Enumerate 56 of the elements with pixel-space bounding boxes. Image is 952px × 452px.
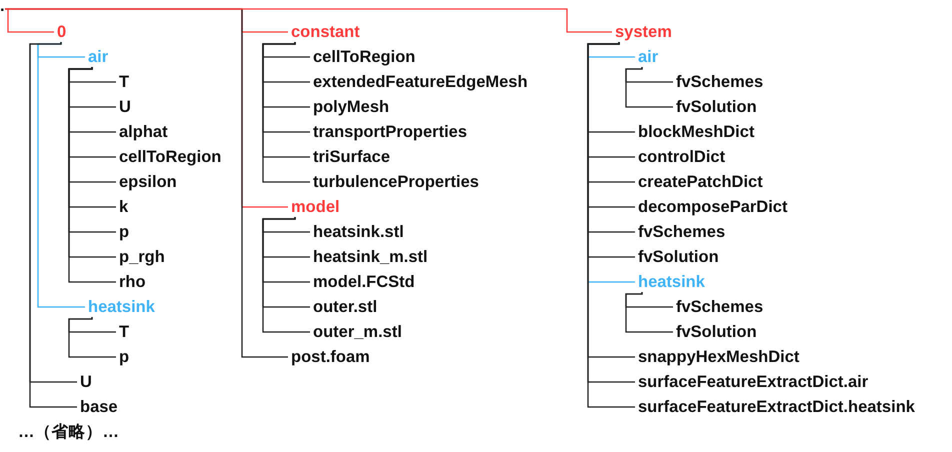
file-name: snappyHexMeshDict <box>638 347 800 367</box>
file-name: fvSolution <box>676 97 757 117</box>
file-name: blockMeshDict <box>638 122 754 142</box>
tree-branch-line <box>625 67 673 108</box>
file-name: outer_m.stl <box>313 322 402 342</box>
file-name: post.foam <box>291 347 370 367</box>
file-name: fvSchemes <box>638 222 726 242</box>
file-name: fvSolution <box>676 322 757 342</box>
omission-note: …（省略）… <box>18 422 119 442</box>
file-name: U <box>119 97 131 117</box>
file-name: T <box>119 322 130 342</box>
tree-branch-line <box>5 8 612 33</box>
file-name: k <box>119 197 128 217</box>
file-name: rho <box>119 272 146 292</box>
file-name: extendedFeatureEdgeMesh <box>313 72 528 92</box>
file-name: base <box>80 397 118 417</box>
directory-name: 0 <box>57 22 66 42</box>
file-name: outer.stl <box>313 297 378 317</box>
directory-name: heatsink <box>638 272 705 292</box>
file-name: heatsink.stl <box>313 222 404 242</box>
tree-branch-line <box>37 42 85 308</box>
file-name: p <box>119 347 130 367</box>
file-name: turbulenceProperties <box>313 172 479 192</box>
file-name: surfaceFeatureExtractDict.heatsink <box>638 397 915 417</box>
tree-branch-line <box>68 317 116 358</box>
directory-name: constant <box>291 22 360 42</box>
file-name: transportProperties <box>313 122 468 142</box>
directory-name: system <box>615 22 672 42</box>
file-name: cellToRegion <box>313 47 416 67</box>
file-name: T <box>119 72 130 92</box>
file-name: decomposeParDict <box>638 197 788 217</box>
root-directory-name: . <box>0 0 5 16</box>
file-name: fvSolution <box>638 247 719 267</box>
directory-name: air <box>638 47 658 67</box>
directory-name: heatsink <box>88 297 155 317</box>
file-name: fvSchemes <box>676 72 764 92</box>
file-name: epsilon <box>119 172 177 192</box>
tree-branch-line <box>5 8 54 33</box>
file-name: p_rgh <box>119 247 165 267</box>
file-name: model.FCStd <box>313 272 415 292</box>
file-name: surfaceFeatureExtractDict.air <box>638 372 868 392</box>
file-name: triSurface <box>313 147 390 167</box>
file-name: alphat <box>119 122 168 142</box>
file-name: heatsink_m.stl <box>313 247 428 267</box>
file-name: polyMesh <box>313 97 390 117</box>
directory-name: air <box>88 47 108 67</box>
tree-branch-line <box>262 42 310 183</box>
file-name: U <box>80 372 92 392</box>
file-name: fvSchemes <box>676 297 764 317</box>
tree-branch-line <box>262 216 310 333</box>
file-name: p <box>119 222 130 242</box>
file-name: createPatchDict <box>638 172 763 192</box>
file-name: controlDict <box>638 147 726 167</box>
tree-branch-line <box>625 292 673 333</box>
file-name: cellToRegion <box>119 147 222 167</box>
directory-name: model <box>291 197 340 217</box>
